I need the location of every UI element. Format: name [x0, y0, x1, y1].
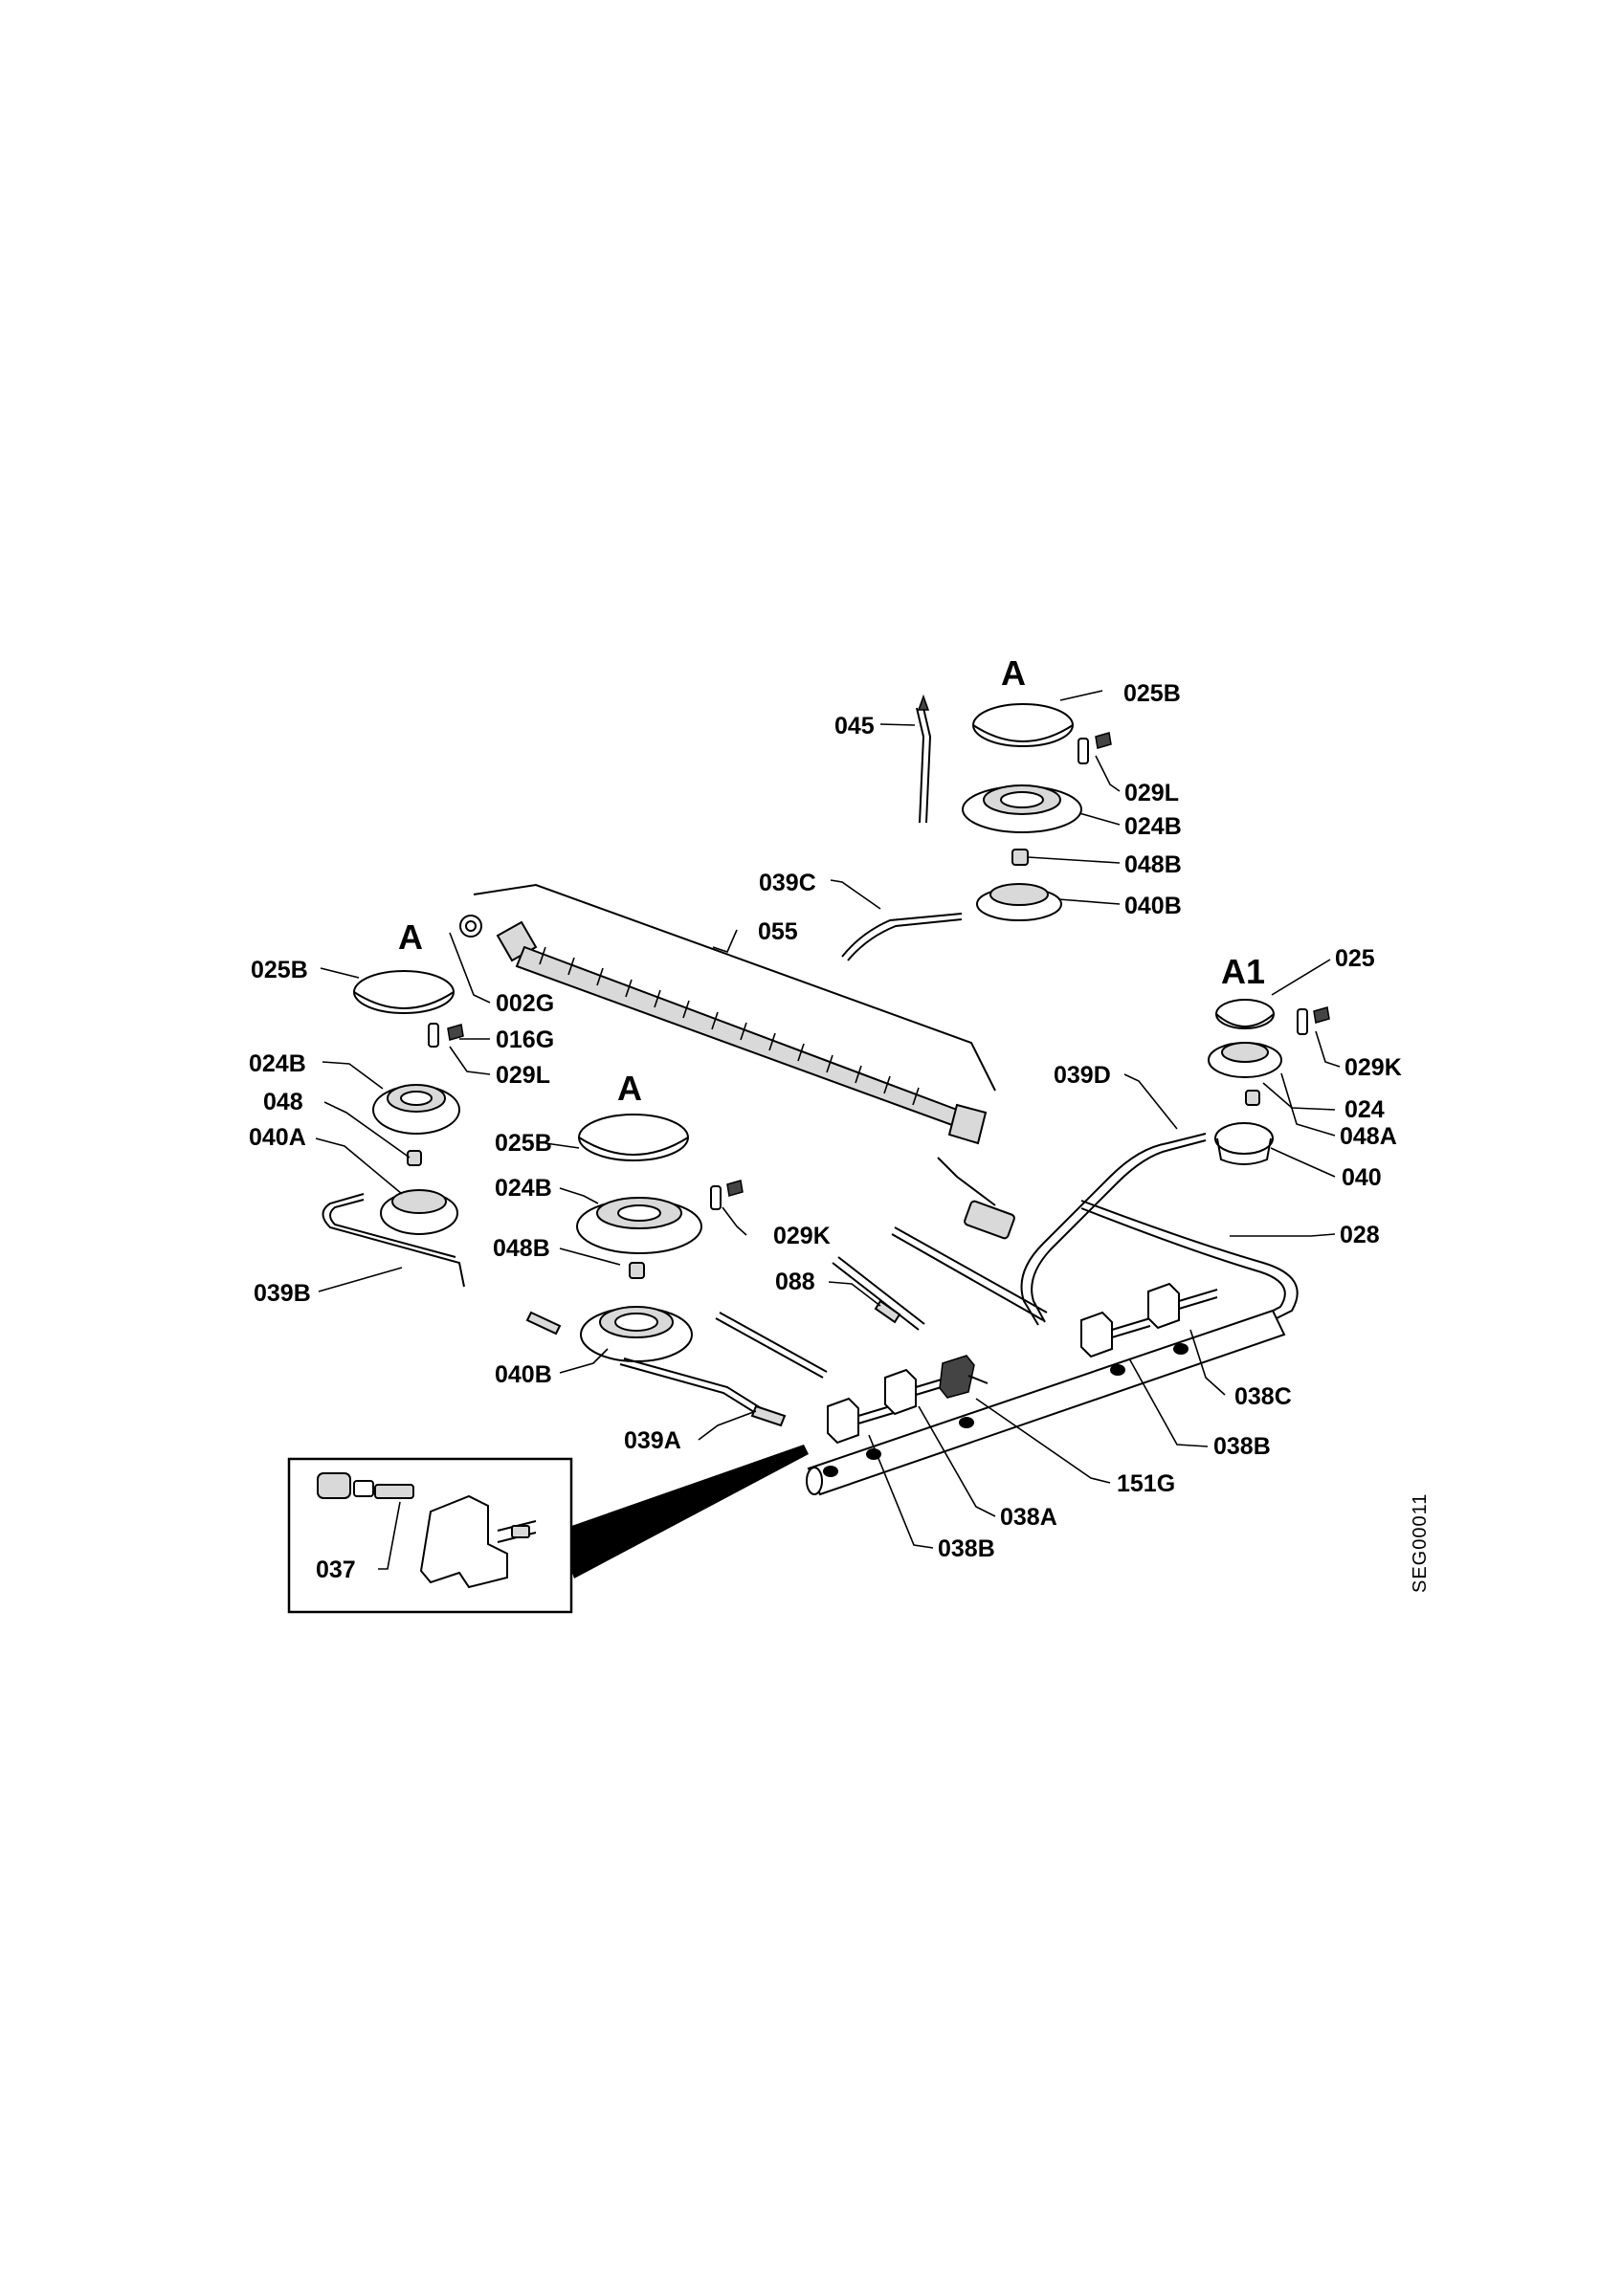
gas-valve-037 [419, 1494, 508, 1589]
injector-048B-center [629, 1262, 645, 1279]
tap-151G-cock [939, 1355, 989, 1399]
callout-151G: 151G [1117, 1470, 1175, 1497]
left-burner-assembly [322, 970, 465, 1288]
callout-039D: 039D [1054, 1062, 1111, 1089]
group-labels: A A A A1 [398, 653, 1265, 1108]
callout-038A: 038A [1000, 1504, 1057, 1531]
gas-tube-039C [841, 913, 963, 958]
callout-025B-center: 025B [495, 1130, 552, 1157]
callout-040B-center: 040B [495, 1361, 552, 1388]
callout-045: 045 [834, 713, 875, 740]
callout-038C: 038C [1234, 1383, 1292, 1410]
callout-025B-top: 025B [1123, 680, 1181, 707]
thermocouple-045 [922, 707, 932, 824]
manifold-rail [807, 1309, 1286, 1496]
callout-002G: 002G [496, 990, 554, 1017]
callout-040A: 040A [249, 1124, 306, 1151]
gas-tube-039A [623, 1358, 767, 1412]
top-burner-assembly [841, 694, 1112, 961]
spark-electrode-029L-left [428, 1023, 439, 1048]
gas-tube-039D [1020, 1133, 1207, 1326]
burner-cap-025 [1215, 999, 1275, 1029]
group-label-a1: A1 [1221, 952, 1265, 991]
tap-038B-left [827, 1397, 898, 1445]
callout-016G: 016G [496, 1027, 554, 1053]
callout-025B-left: 025B [251, 957, 308, 983]
callout-039B: 039B [254, 1280, 311, 1307]
callout-029L-left: 029L [496, 1062, 550, 1089]
callout-028: 028 [1340, 1222, 1380, 1248]
callout-048A: 048A [1340, 1123, 1397, 1150]
tap-038C [1147, 1282, 1218, 1330]
group-label-a-top: A [1001, 653, 1026, 693]
spark-electrode-029L-top [1078, 738, 1089, 764]
callout-048B-center: 048B [493, 1235, 550, 1262]
group-label-a-center: A [617, 1069, 642, 1108]
callout-024B-left: 024B [249, 1050, 306, 1077]
injector-048A [1245, 1090, 1260, 1106]
callout-024B-top: 024B [1124, 813, 1182, 840]
inset-detail-037 [287, 1445, 809, 1614]
gas-taps [715, 1226, 1218, 1445]
burner-cap-025B-left [353, 970, 455, 1014]
callout-040B-top: 040B [1124, 893, 1182, 919]
callout-024: 024 [1344, 1096, 1385, 1123]
callout-038B-right: 038B [1213, 1433, 1271, 1460]
tap-038B-right [1080, 1311, 1151, 1358]
callout-037: 037 [316, 1556, 356, 1583]
callout-029K-right: 029K [1344, 1054, 1402, 1081]
callout-040: 040 [1342, 1164, 1382, 1191]
leader-lines [315, 690, 1341, 1570]
drawing-code: SEG00011 [1410, 1493, 1431, 1593]
callout-039A: 039A [624, 1427, 681, 1454]
burner-cap-025B-top [972, 703, 1074, 747]
callout-048: 048 [263, 1089, 303, 1115]
injector-048B-top [1011, 849, 1029, 866]
part-callouts: 025B 045 029L 024B 048B 039C 040B 055 02… [249, 680, 1402, 1583]
thermocouple-088 [832, 1262, 920, 1331]
burner-cap-025B-center [578, 1114, 689, 1161]
center-burner-assembly [525, 1114, 787, 1427]
callout-039C: 039C [759, 870, 816, 896]
callout-024B-center: 024B [495, 1175, 552, 1202]
callout-025: 025 [1335, 945, 1375, 972]
spark-electrode-029K-right [1297, 1008, 1308, 1035]
callout-029K-center: 029K [773, 1223, 831, 1249]
tap-038A [884, 1368, 955, 1416]
callout-029L-top: 029L [1124, 780, 1179, 806]
injector-048-left [407, 1150, 422, 1166]
callout-055: 055 [758, 918, 798, 945]
callout-038B-bottom: 038B [938, 1535, 995, 1562]
flexible-hose-055 [459, 883, 1015, 1240]
spark-electrode-029K-center [710, 1185, 722, 1210]
group-label-a-left: A [398, 917, 423, 957]
gas-manifold-028 [806, 1200, 1299, 1496]
gas-tube-039B [322, 1193, 465, 1288]
callout-088: 088 [775, 1269, 815, 1295]
callout-048B-top: 048B [1124, 851, 1182, 878]
right-burner-assembly [1020, 999, 1330, 1326]
burner-cup-040 [1214, 1122, 1274, 1155]
